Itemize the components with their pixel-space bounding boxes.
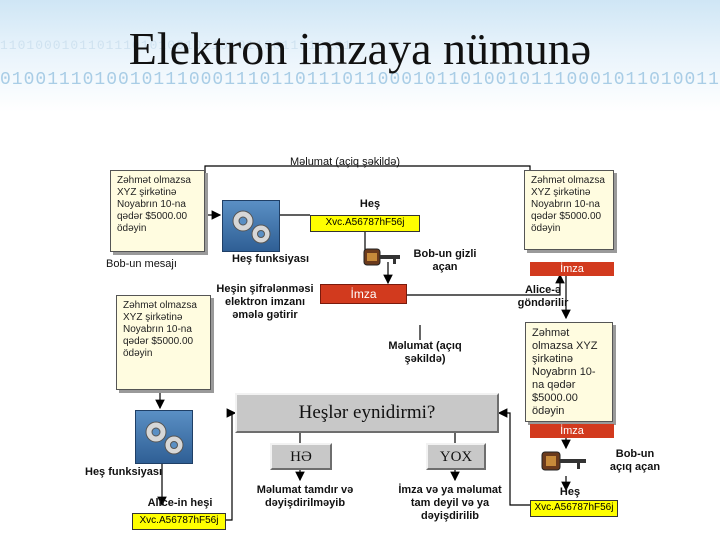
bob-message-document: Zəhmət olmazsa XYZ şirkətinə Noyabrın 10… — [110, 170, 205, 252]
binary-pattern-faint: 1101000101101110101001011010110011010101 — [0, 38, 353, 53]
bob-message-label: Bob-un mesajı — [106, 258, 177, 270]
signature-box: İmza — [320, 284, 407, 304]
yes-result-text: Məlumat tamdır və dəyişdirilməyib — [256, 484, 354, 509]
received-message-document: Zəhmət olmazsa XYZ şirkətinə Noyabrın 10… — [116, 295, 211, 390]
bob-public-key-label: Bob-un açıq açan — [609, 448, 661, 473]
message-plain-label: Məlumat (açıq şəkildə) — [388, 340, 462, 365]
right-hash-label: Heş — [559, 486, 581, 498]
received-signed-document: Zəhmət olmazsa XYZ şirkətinə Noyabrın 10… — [525, 322, 613, 422]
hash-function-label: Heş funksiyası — [232, 253, 310, 265]
bob-private-key-label: Bob-un gizli açan — [413, 248, 477, 273]
no-box: YOX — [426, 443, 486, 470]
alice-hash-function-box — [135, 410, 193, 464]
hash-label: Heş — [359, 198, 381, 210]
sent-signature-bar: İmza — [530, 262, 614, 276]
page-title: Elektron imzaya nümunə — [128, 23, 592, 74]
received-signature-bar: İmza — [530, 424, 614, 438]
hash-compare-decision: Heşlər eynidirmi? — [235, 393, 499, 433]
sent-to-alice-label: Alice-ə göndərilir — [517, 284, 569, 309]
binary-pattern: 0100111010010111000111011011101100010110… — [0, 70, 720, 90]
yes-box: HƏ — [270, 443, 332, 470]
hash-value-box: Xvc.A56787hF56j — [310, 215, 420, 232]
gear-icon — [145, 421, 184, 455]
private-key-icon — [362, 245, 402, 269]
alice-hash-label: Alice-in heşi — [147, 497, 213, 509]
hash-function-box — [222, 200, 280, 252]
alice-hash-value-box: Xvc.A56787hF56j — [132, 513, 226, 530]
sent-message-document: Zəhmət olmazsa XYZ şirkətinə Noyabrın 10… — [524, 170, 614, 250]
gear-icon — [232, 210, 271, 244]
public-key-icon — [540, 448, 590, 476]
title-banner: 1101000101101110101001011010110011010101… — [0, 0, 720, 112]
no-result-text: İmza və ya məlumat tam deyil və ya dəyiş… — [398, 484, 502, 522]
encrypt-description: Heşin şifrələnməsi elektron imzanı əmələ… — [216, 283, 314, 321]
alice-hash-function-label: Heş funksiyası — [85, 466, 163, 478]
message-plain-top-label: Məlumat (açiq şəkildə) — [289, 156, 401, 168]
right-hash-value-box: Xvc.A56787hF56j — [530, 500, 618, 517]
